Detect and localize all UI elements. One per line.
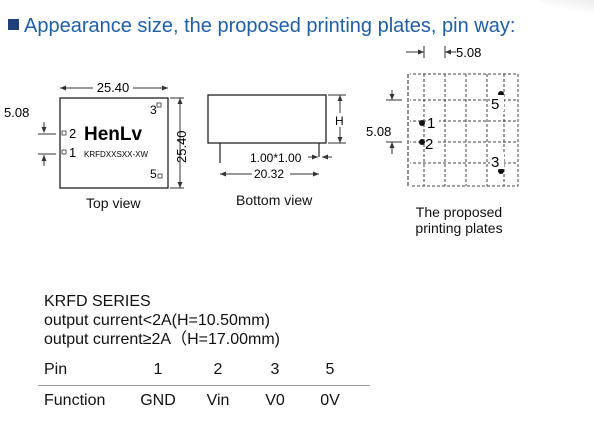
bottom-view-diagram: H 1.00*1.00 20.32 (207, 94, 347, 181)
arrow-up-icon (177, 98, 183, 104)
series-line-1: output current<2A(H=10.50mm) (44, 312, 270, 329)
top-pin-2-label: 2 (69, 126, 76, 141)
page-heading-text: Appearance size, the proposed printing p… (24, 15, 516, 37)
function-header-label: Function (44, 392, 106, 409)
top-pin-3-label: 3 (150, 103, 157, 117)
pin-cell: 5 (290, 355, 370, 386)
series-spec: KRFD SERIES output current<2A(H=10.50mm)… (44, 292, 280, 349)
function-cell: 0V (320, 392, 340, 409)
function-cell: V0 (265, 392, 285, 409)
pin-cell: 1 (140, 355, 176, 386)
pin-2-marker (61, 130, 67, 136)
arrow-right-icon (312, 154, 318, 160)
pin-cell: 3 (260, 355, 290, 386)
arrow-down-icon (177, 182, 183, 188)
series-title: KRFD SERIES (44, 293, 151, 310)
arrow-left-icon (60, 85, 66, 91)
function-cell: GND (140, 392, 176, 409)
arrow-left-icon (445, 49, 451, 55)
top-view-module-outline (59, 97, 169, 189)
bottom-view-caption: Bottom view (236, 192, 313, 208)
pitch-dim: 1.00*1.00 (250, 151, 302, 165)
arrow-up-icon (337, 95, 343, 101)
arrow-down-icon (389, 94, 395, 100)
plate-pin-3-label: 3 (491, 154, 499, 171)
series-line-2: output current≥2A（H=17.00mm) (44, 331, 281, 348)
top-view-caption: Top view (86, 195, 141, 211)
printing-plate-diagram: 5.08 5.08 5 1 2 3 (366, 45, 519, 188)
grid-pitch-dim: 5.08 (456, 45, 481, 60)
dim-text-backdrop (333, 113, 347, 127)
square-bullet-icon (8, 19, 19, 30)
arrow-left-icon (220, 171, 226, 177)
span-dim: 20.32 (254, 167, 284, 181)
table-row: Function GND Vin V0 0V (38, 386, 370, 417)
pin-function-table: Pin 1 2 3 5 Function GND Vin V0 0V (38, 355, 370, 416)
height-label: H (335, 114, 344, 128)
pin-cell: 2 (176, 355, 260, 386)
label-backdrop (425, 136, 437, 151)
pin-header-label: Pin (38, 355, 140, 386)
printing-plates-caption-line1: The proposed (415, 204, 503, 220)
table-row: Pin 1 2 3 5 (38, 355, 370, 386)
plate-pin-3 (498, 168, 504, 174)
top-view-diagram: 25.40 5.08 3 2 HenLv 1 KRFDXXSXX-XW 5 25… (4, 80, 189, 189)
arrow-right-icon (418, 49, 424, 55)
top-height-dim: 25.40 (174, 130, 189, 163)
pin-3-marker (156, 102, 162, 108)
bottom-view-module-outline (207, 94, 327, 144)
label-backdrop (490, 153, 504, 169)
plate-pin-1 (419, 120, 425, 126)
brand-logo-text: HenLv (84, 124, 143, 145)
top-pin-5-label: 5 (150, 167, 157, 181)
arrow-right-icon (162, 85, 168, 91)
pin-1-marker (61, 149, 67, 155)
arrow-left-icon (322, 154, 328, 160)
printing-plates-caption: The proposed printing plates (409, 204, 509, 236)
arrow-down-icon (41, 127, 47, 133)
dim-text-backdrop (93, 80, 133, 94)
arrow-up-icon (41, 155, 47, 161)
model-number: KRFDXXSXX-XW (84, 150, 148, 159)
dim-text-backdrop (252, 166, 290, 180)
arrow-down-icon (337, 137, 343, 143)
printing-plates-caption-line2: printing plates (415, 220, 503, 236)
page-heading: Appearance size, the proposed printing p… (8, 15, 515, 38)
function-cell: Vin (206, 392, 230, 409)
plate-pin-5-label: 5 (491, 96, 499, 113)
corner-decoration (533, 0, 594, 20)
label-backdrop (490, 95, 504, 111)
plate-pin-1-label: 1 (427, 115, 435, 132)
arrow-right-icon (313, 171, 319, 177)
top-pin-1-label: 1 (69, 145, 76, 160)
arrow-up-icon (389, 142, 395, 148)
top-width-dim: 25.40 (97, 80, 130, 95)
top-offset-dim: 5.08 (4, 105, 29, 120)
plate-pin-2-label: 2 (425, 136, 433, 153)
plate-side-dim: 5.08 (366, 124, 391, 139)
label-backdrop (427, 114, 439, 130)
pin-5-marker (157, 173, 163, 179)
plate-pin-2 (419, 139, 425, 145)
